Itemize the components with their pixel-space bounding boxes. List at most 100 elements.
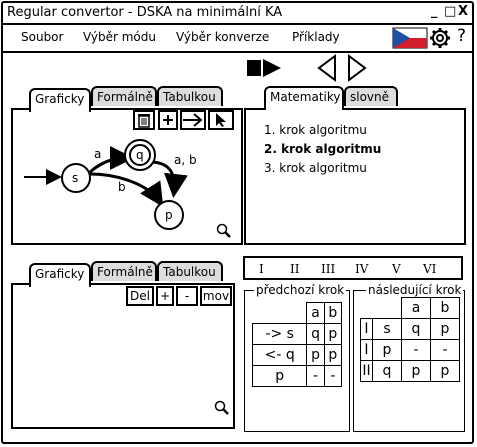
- prev-step-table: a b -> s q p <- q p p p - -: [251, 302, 343, 387]
- edge-label-b: b: [118, 180, 126, 194]
- next-step-table: a b I s q p I p - - II q p p: [360, 297, 460, 382]
- step-i[interactable]: I: [259, 262, 264, 276]
- table-cell: p: [401, 360, 431, 382]
- table-cell: -: [323, 365, 343, 387]
- table-cell: [253, 303, 307, 324]
- add-state-button[interactable]: [158, 110, 178, 130]
- stop-play-control: [247, 59, 281, 77]
- table-cell: a: [306, 302, 325, 324]
- czech-flag-icon[interactable]: [392, 27, 428, 49]
- table-cell: [373, 298, 402, 319]
- table-row: <- q p p: [251, 344, 343, 366]
- table-cell: I: [360, 339, 373, 361]
- step-back-icon[interactable]: [317, 54, 336, 82]
- table-cell: p: [323, 344, 343, 366]
- zoom-icon[interactable]: [216, 223, 232, 239]
- table-cell: a: [401, 297, 431, 319]
- tab-formalne-top[interactable]: Formálně: [91, 86, 157, 106]
- table-row: -> s q p: [251, 323, 343, 345]
- table-cell: p: [323, 323, 343, 345]
- edge-label-ab: a, b: [174, 153, 197, 167]
- automaton-graph: s q p a b a, b: [24, 139, 197, 230]
- gear-icon[interactable]: [429, 27, 451, 49]
- table-cell: p: [430, 318, 460, 340]
- minimize-button[interactable]: _: [431, 4, 438, 19]
- table-cell: -: [306, 365, 325, 387]
- algo-step-3[interactable]: 3. krok algoritmu: [264, 161, 367, 175]
- table-cell: -: [430, 339, 460, 361]
- move-button[interactable]: mov: [200, 286, 232, 306]
- cursor-icon: [216, 113, 226, 127]
- table-cell: II: [360, 360, 373, 382]
- tab-matematiky[interactable]: Matematiky: [264, 86, 344, 110]
- window-title: Regular convertor - DSKA na minimální KA: [7, 5, 283, 20]
- tab-tabulkou-top[interactable]: Tabulkou: [157, 86, 223, 106]
- table-row: p - -: [251, 365, 343, 387]
- table-row: II q p p: [360, 360, 460, 382]
- state-q-final-ring: [129, 144, 151, 166]
- del-button[interactable]: Del: [126, 286, 154, 306]
- menu-vyber-konverze[interactable]: Výběr konverze: [176, 30, 270, 44]
- tab-slovne[interactable]: slovně: [344, 86, 398, 106]
- table-cell: q: [401, 318, 431, 340]
- table-cell: p: [306, 344, 325, 366]
- step-ii[interactable]: II: [290, 262, 300, 276]
- state-p[interactable]: [154, 200, 184, 230]
- table-cell: q: [372, 360, 402, 382]
- state-s[interactable]: [61, 163, 91, 193]
- table-cell: <- q: [251, 344, 308, 366]
- close-button[interactable]: X: [458, 4, 469, 19]
- tab-graficky-top[interactable]: Graficky: [29, 88, 91, 112]
- state-label-p: p: [165, 208, 173, 222]
- minus-button[interactable]: -: [176, 286, 198, 306]
- algo-step-2-current[interactable]: 2. krok algoritmu: [264, 142, 382, 156]
- next-step-legend: následující krok: [366, 283, 464, 297]
- step-v[interactable]: V: [392, 262, 401, 276]
- state-label-s: s: [72, 171, 78, 185]
- algorithm-panel: [244, 108, 466, 245]
- maximize-button[interactable]: □: [444, 4, 457, 19]
- menu-priklady[interactable]: Příklady: [292, 30, 340, 44]
- trash-icon: [138, 114, 150, 128]
- add-edge-button[interactable]: [180, 110, 206, 130]
- tab-graficky-bottom[interactable]: Graficky: [29, 263, 91, 287]
- stop-icon[interactable]: [247, 60, 261, 76]
- tab-formalne-bottom[interactable]: Formálně: [91, 261, 157, 281]
- trash-button[interactable]: [133, 110, 155, 130]
- menu-soubor[interactable]: Soubor: [21, 30, 64, 44]
- state-label-q: q: [136, 148, 144, 162]
- table-row: I s q p: [360, 318, 460, 340]
- step-forward-icon[interactable]: [348, 54, 367, 82]
- plus-icon: [163, 115, 173, 125]
- table-cell: q: [306, 323, 325, 345]
- table-cell: [361, 298, 373, 319]
- edge-q-p[interactable]: [149, 160, 188, 198]
- plus-button[interactable]: +: [156, 286, 174, 306]
- table-cell: p: [430, 360, 460, 382]
- step-vi[interactable]: VI: [423, 262, 437, 276]
- table-cell: I: [360, 318, 373, 340]
- step-selector: [243, 256, 463, 280]
- play-icon[interactable]: [263, 59, 281, 77]
- zoom-icon-bottom[interactable]: [214, 400, 230, 416]
- menu-vyber-modu[interactable]: Výběr módu: [83, 30, 156, 44]
- bottom-graph-panel[interactable]: [11, 283, 235, 429]
- table-cell: b: [323, 302, 343, 324]
- step-navigation: [317, 54, 367, 82]
- arrow-right-icon: [183, 113, 203, 127]
- table-cell: -: [401, 339, 431, 361]
- step-iii[interactable]: III: [321, 262, 336, 276]
- algo-step-1[interactable]: 1. krok algoritmu: [264, 123, 367, 137]
- table-row: a b: [253, 302, 343, 324]
- help-button[interactable]: ?: [457, 26, 467, 46]
- prev-step-legend: předchozí krok: [254, 283, 347, 297]
- table-row: I p - -: [360, 339, 460, 361]
- edge-s-p[interactable]: [89, 172, 164, 208]
- tab-tabulkou-bottom[interactable]: Tabulkou: [157, 261, 223, 281]
- select-button[interactable]: [208, 110, 234, 130]
- table-cell: b: [430, 297, 460, 319]
- step-iv[interactable]: IV: [355, 262, 369, 276]
- table-cell: p: [372, 339, 402, 361]
- table-cell: p: [251, 365, 308, 387]
- table-cell: s: [372, 318, 402, 340]
